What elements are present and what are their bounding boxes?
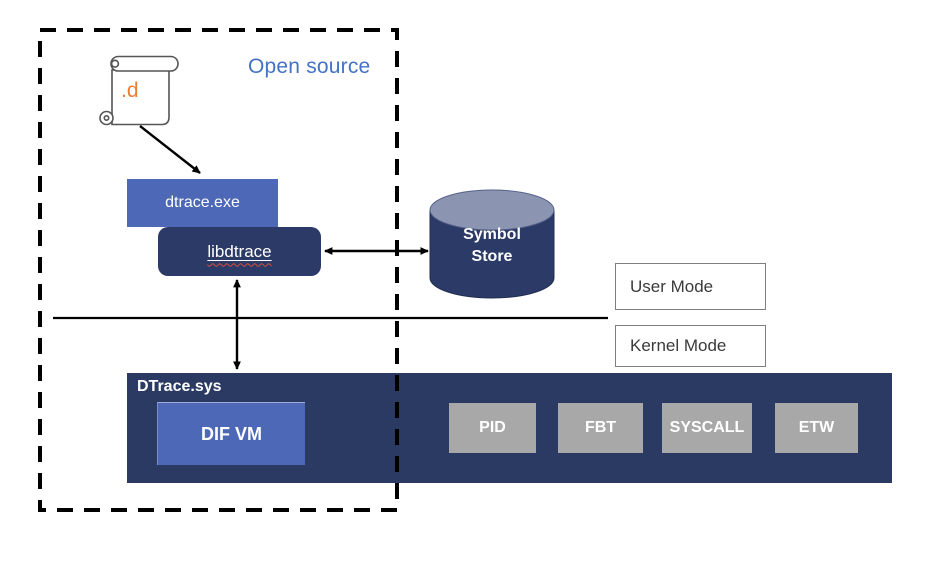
symbol-store-label-line1: Symbol (463, 226, 521, 243)
dtrace-sys-label: DTrace.sys (137, 378, 222, 395)
provider-box-fbt: FBT (558, 403, 643, 453)
arrow-script-to-dtrace-exe (139, 125, 201, 174)
symbol-store-label: Symbol Store (430, 224, 554, 267)
dif-vm-box: DIF VM (157, 402, 305, 465)
dtrace-exe-box: dtrace.exe (127, 179, 278, 227)
provider-fbt-label: FBT (584, 419, 617, 436)
kernel-mode-box: Kernel Mode (615, 325, 766, 367)
provider-syscall-label: SYSCALL (669, 419, 745, 436)
symbol-store-label-line2: Store (471, 247, 513, 265)
libdtrace-squiggle: libdtrace (207, 242, 271, 262)
provider-box-syscall: SYSCALL (662, 403, 752, 453)
provider-box-etw: ETW (775, 403, 858, 453)
dtrace-exe-label: dtrace.exe (165, 194, 240, 211)
d-script-scroll-icon (99, 55, 179, 126)
libdtrace-label: libdtrace (207, 241, 272, 261)
user-mode-label: User Mode (630, 276, 714, 296)
provider-etw-label: ETW (798, 419, 835, 436)
provider-pid-label: PID (479, 419, 506, 436)
kernel-mode-label: Kernel Mode (630, 336, 727, 355)
user-mode-box: User Mode (615, 263, 766, 310)
d-script-label: .d (121, 79, 139, 102)
libdtrace-box: libdtrace (158, 227, 321, 276)
provider-box-pid: PID (449, 403, 536, 453)
dif-vm-label: DIF VM (201, 423, 262, 444)
open-source-label: Open source (248, 55, 371, 78)
